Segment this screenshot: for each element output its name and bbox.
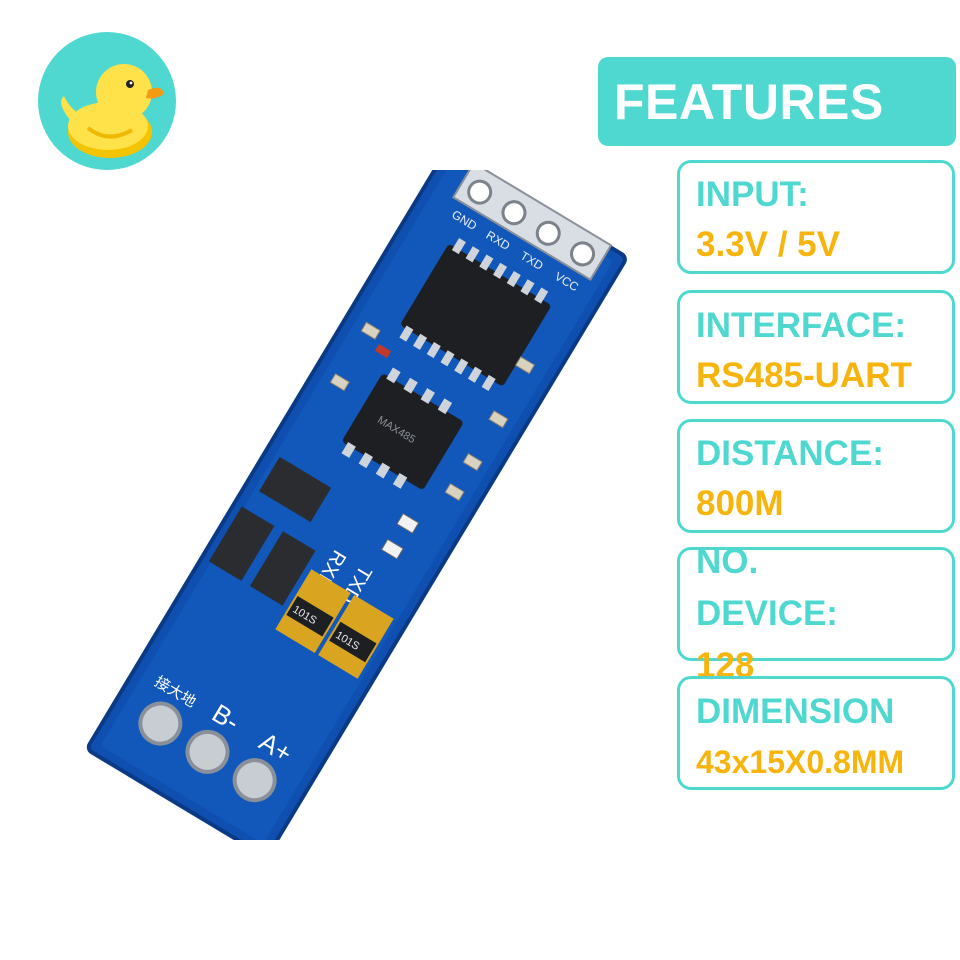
status-leds [380,512,420,560]
diode-d1 [374,343,392,359]
feature-label: INTERFACE: [696,306,906,345]
feature-value: RS485-UART [696,356,912,395]
feature-dimension: DIMENSION 43x15X0.8MM [677,676,955,790]
features-header: FEATURES [598,57,956,146]
upper-ic [399,238,551,392]
feature-value: 3.3V / 5V [696,225,840,264]
feature-label: INPUT: [696,175,809,214]
feature-label-line1: NO. [696,542,759,581]
screw-terminal-pads [138,701,277,803]
rubber-duck-icon [61,64,164,158]
feature-value: 800M [696,484,784,523]
tvs-components: 101S 101S [275,569,394,679]
feature-device-count: NO. DEVICE: 128 [677,542,955,685]
feature-value: 43x15X0.8MM [696,744,905,780]
pcb-board: GND RXD TXD VCC [86,149,627,858]
feature-interface: INTERFACE: RS485-UART [677,290,955,404]
pin-header [451,161,613,282]
feature-input: INPUT: 3.3V / 5V [677,160,955,274]
features-title: FEATURES [614,73,884,130]
feature-label-line2: DEVICE: [696,594,838,633]
feature-label: DISTANCE: [696,434,884,473]
feature-distance: DISTANCE: 800M [677,419,955,533]
duck-logo [38,32,176,170]
max485-ic: MAX485 [341,367,463,489]
rs485-module-image: GND RXD TXD VCC [60,149,640,858]
protection-diodes [208,456,332,606]
feature-label: DIMENSION [696,692,895,731]
